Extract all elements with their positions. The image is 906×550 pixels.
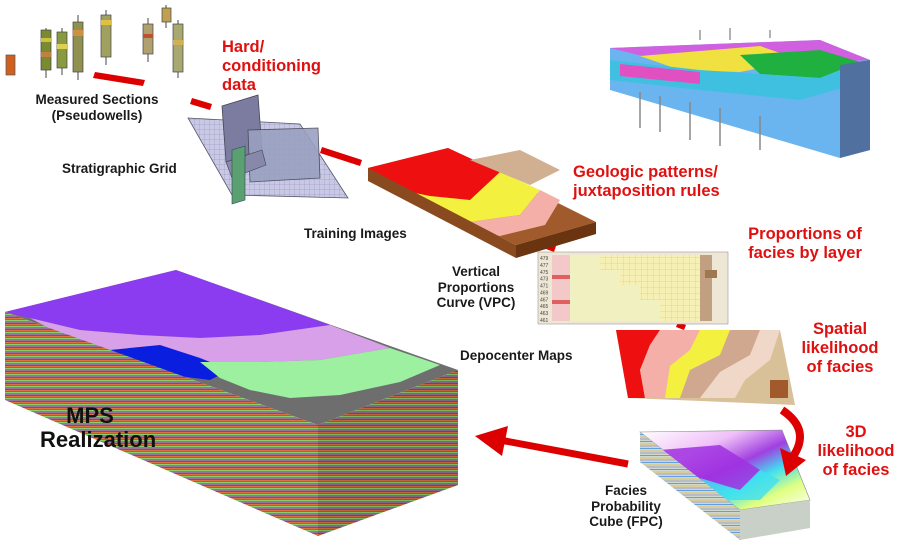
geologic-patterns-annotation: Geologic patterns/ juxtaposition rules <box>573 163 720 200</box>
spatial-likelihood-annotation: Spatial likelihood of facies <box>801 320 879 376</box>
vpc-layer-label: 477 <box>540 263 549 269</box>
depocenter-map <box>616 330 795 405</box>
stratigraphic-grid-label: Stratigraphic Grid <box>62 161 177 176</box>
fpc-label: Facies Probability Cube (FPC) <box>589 483 663 530</box>
vpc-layer-label: 475 <box>540 270 549 276</box>
vpc-layer-label: 471 <box>540 284 549 290</box>
measured-sections-label: Measured Sections (Pseudowells) <box>35 92 159 123</box>
hard-data-annotation: Hard/ conditioning data <box>222 38 321 94</box>
vpc-layer-label: 463 <box>540 311 549 317</box>
vpc-layer-label: 479 <box>540 256 549 262</box>
vpc-layer-label: 467 <box>540 297 549 303</box>
vpc-layer-label: 465 <box>540 304 549 310</box>
training-images-label: Training Images <box>304 226 407 241</box>
vpc-label: Vertical Proportions Curve (VPC) <box>436 264 516 311</box>
vpc-layer-label: 473 <box>540 277 549 283</box>
geologic-model-3d <box>610 28 870 158</box>
mps-realization-label: MPS Realization <box>40 403 157 453</box>
fpc-cube <box>639 429 811 540</box>
flow-arrows <box>475 406 806 476</box>
depocenter-maps-label: Depocenter Maps <box>460 348 573 363</box>
vpc-layer-label: 461 <box>540 318 549 324</box>
likelihood-3d-annotation: 3D likelihood of facies <box>817 423 895 479</box>
measured-sections-wells <box>5 5 184 80</box>
mps-realization-block <box>5 270 458 536</box>
stratigraphic-grid-graphic <box>187 94 349 205</box>
proportions-annotation: Proportions of facies by layer <box>748 225 862 262</box>
vpc-layer-label: 469 <box>540 290 549 296</box>
training-image-block <box>368 148 596 258</box>
